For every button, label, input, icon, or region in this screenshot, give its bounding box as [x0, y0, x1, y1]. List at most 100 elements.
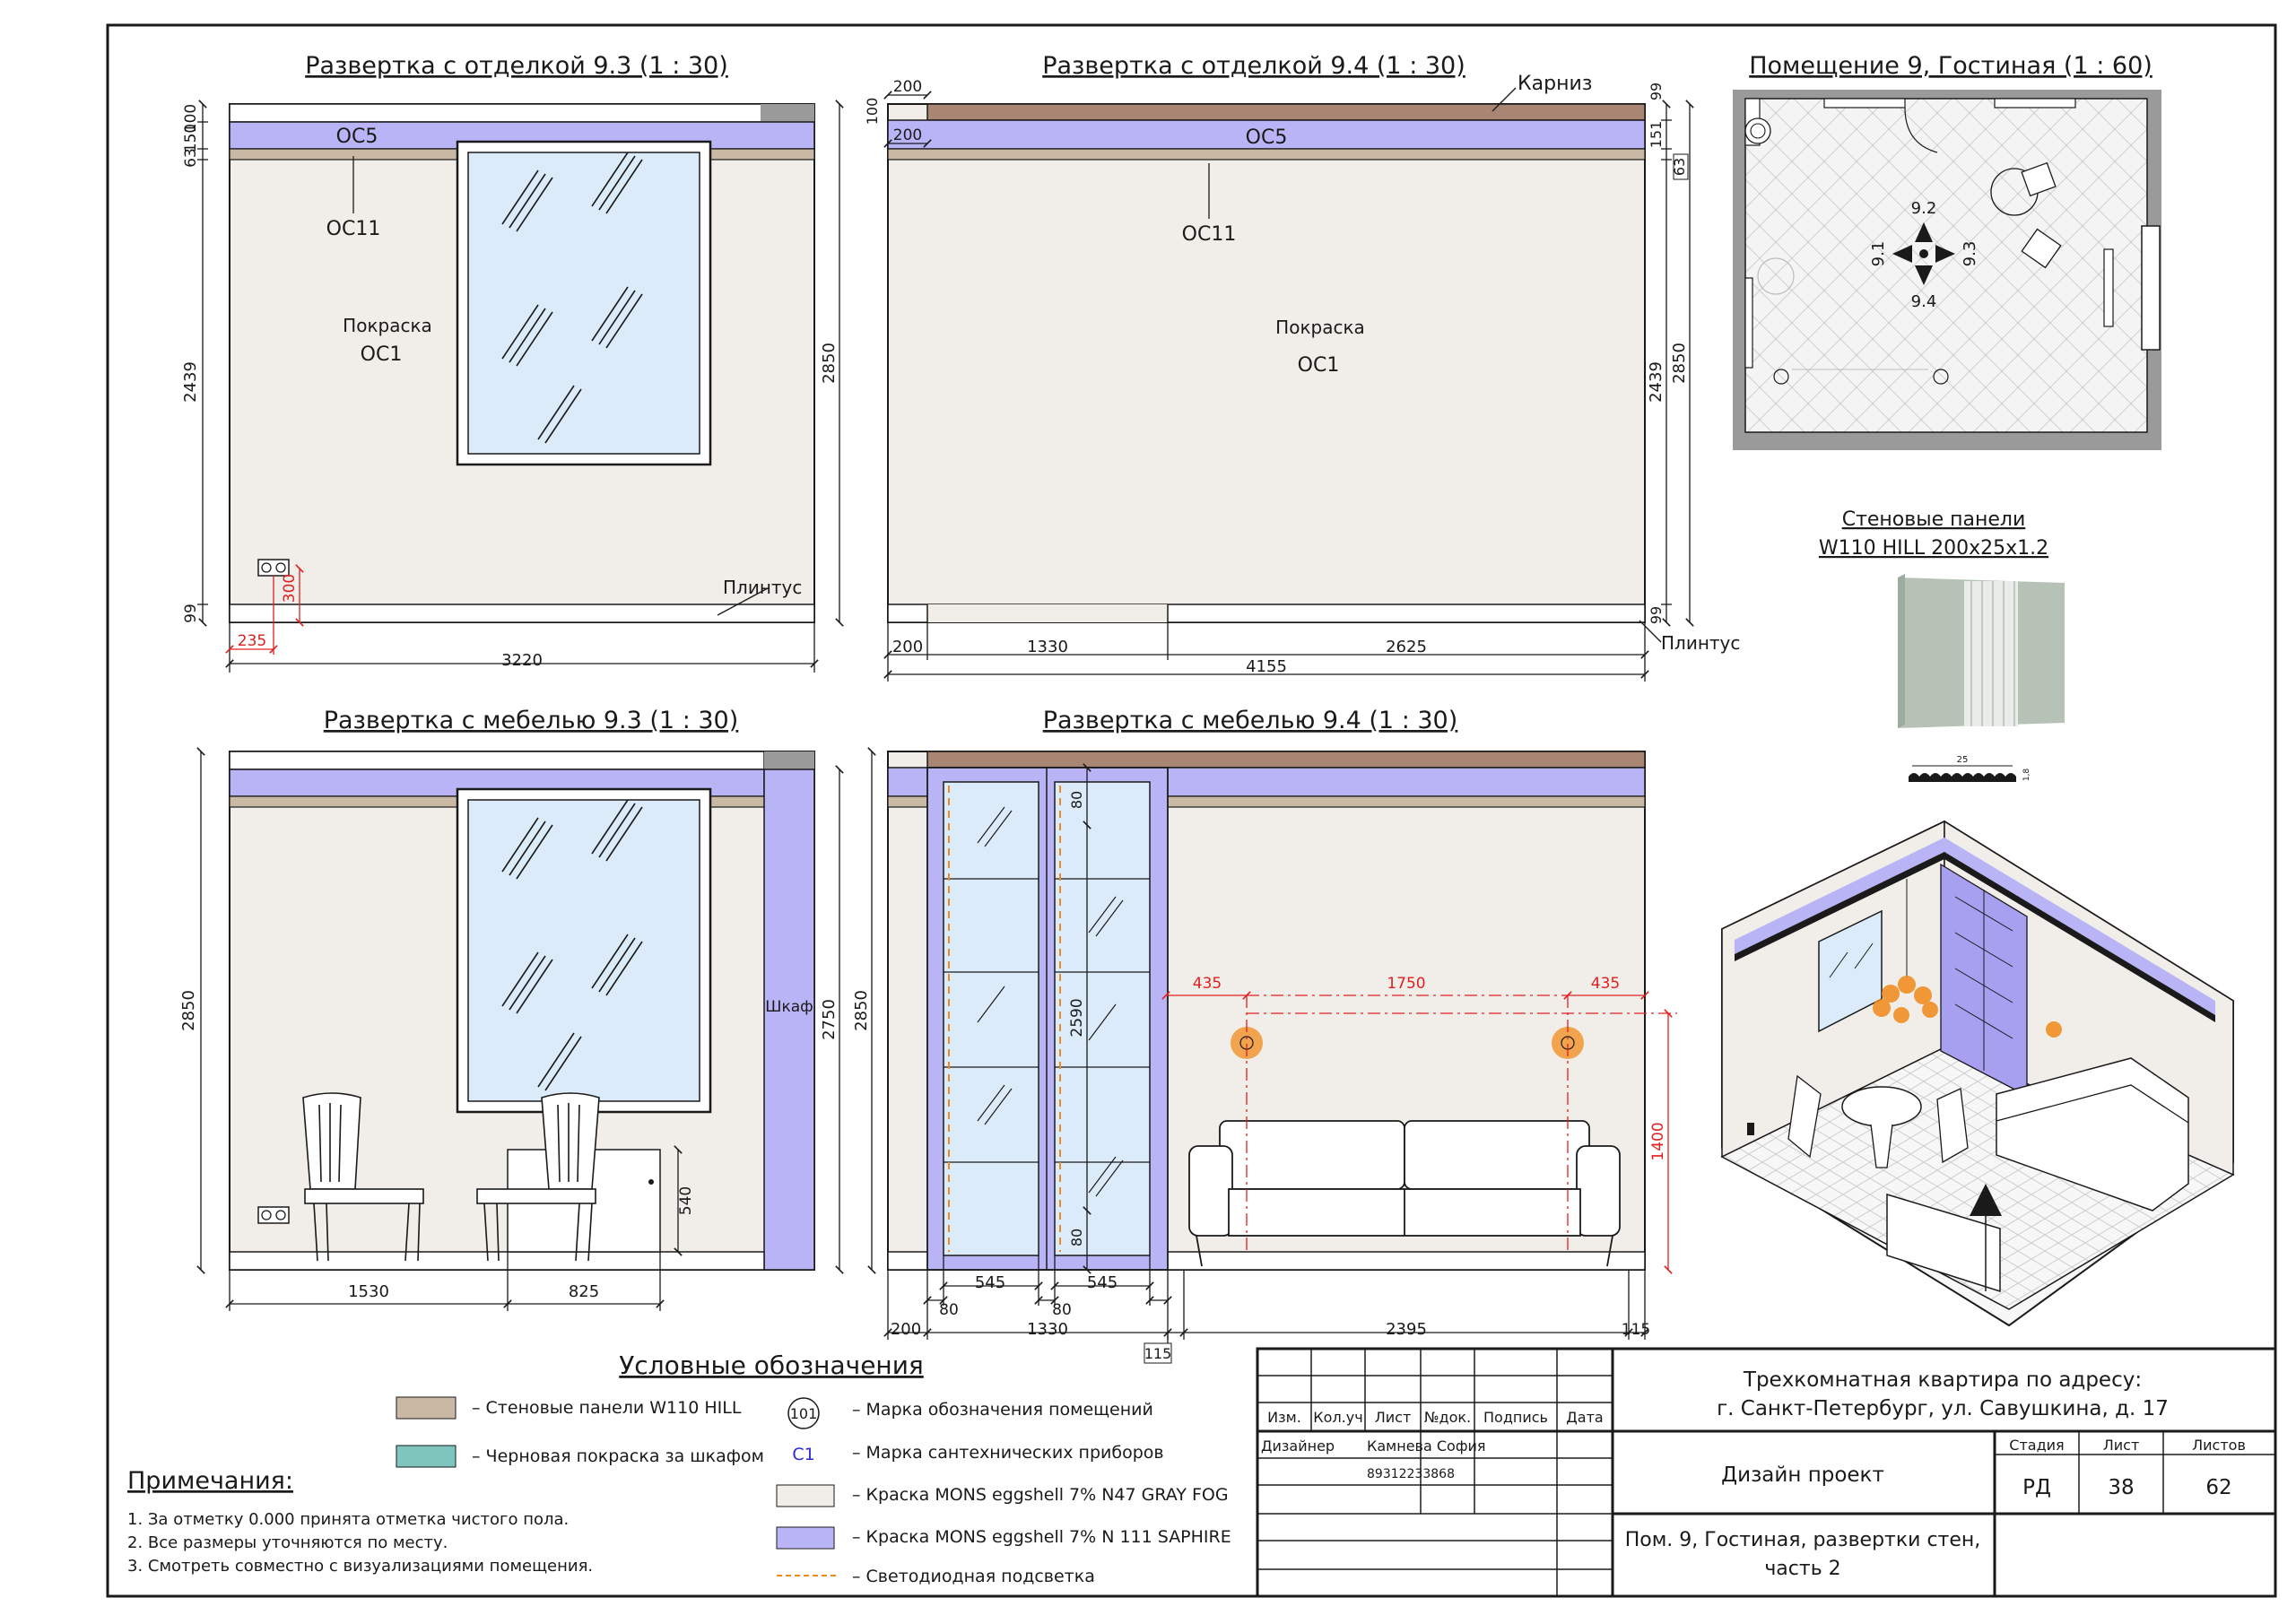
dim-99: 99: [182, 604, 200, 623]
legend-swatch-gray-fog: [776, 1484, 835, 1507]
dim-80-top: 80: [1068, 791, 1085, 809]
dim-80-mid: 80: [1052, 1301, 1072, 1319]
dim-80-left: 80: [939, 1301, 959, 1319]
room-plan: Помещение 9, Гостиная (1 : 60) 9.2 9.1 9…: [1733, 52, 2161, 450]
elevation-9-3-furniture: Развертка с мебелью 9.3 (1 : 30) Шкаф: [179, 707, 844, 1311]
dim-4155: 4155: [1246, 657, 1287, 676]
dim-435-right-red: 435: [1591, 975, 1620, 993]
cabinet-label: Шкаф: [765, 998, 813, 1016]
dim-1400-red: 1400: [1649, 1122, 1667, 1160]
panels-title-2: W110 HILL 200х25х1.2: [1819, 537, 2048, 560]
dim-2850: 2850: [852, 990, 871, 1031]
legend-item: – Краска MONS eggshell 7% N47 GRAY FOG: [852, 1485, 1229, 1505]
view-title: Развертка с мебелью 9.4 (1 : 30): [1043, 707, 1458, 734]
notes: Примечания: 1. За отметку 0.000 принята …: [127, 1467, 593, 1576]
room-mark-sample: 101: [790, 1405, 818, 1422]
legend-item: – Светодиодная подсветка: [852, 1567, 1095, 1586]
paint-label: Покраска: [1275, 317, 1365, 338]
stamp-designer: Камнева София: [1367, 1437, 1486, 1455]
oc11-label: ОС11: [1182, 223, 1237, 246]
dim-99-top: 99: [1648, 83, 1665, 100]
legend-item: – Краска MONS eggshell 7% N 111 SAPHIRE: [852, 1527, 1231, 1547]
title-block: [1256, 1347, 2277, 1598]
oc1-label: ОС1: [361, 343, 403, 366]
dim-200: 200: [891, 1320, 921, 1339]
stamp-col-header: №док.: [1424, 1409, 1471, 1426]
view-title: Развертка с отделкой 9.3 (1 : 30): [305, 52, 728, 80]
legend-item: – Марка сантехнических приборов: [852, 1443, 1164, 1463]
dim-435-left-red: 435: [1193, 975, 1222, 993]
dim-300-red: 300: [281, 574, 299, 603]
project-title-1: Трехкомнатная квартира по адресу:: [1743, 1368, 2142, 1392]
legend-swatch-black-paint: [396, 1445, 457, 1468]
mark-9-1: 9.1: [1869, 241, 1888, 267]
dim-100-left: 100: [864, 98, 881, 126]
stamp-col-header: Подпись: [1483, 1409, 1548, 1426]
stamp-phone: 89312233868: [1367, 1467, 1455, 1481]
oc5-label: ОС5: [336, 126, 378, 148]
mark-9-3: 9.3: [1961, 241, 1979, 267]
dim-80-bottom: 80: [1068, 1229, 1085, 1246]
doc-type: Дизайн проект: [1721, 1463, 1884, 1487]
mark-9-4: 9.4: [1911, 292, 1937, 311]
dim-2590: 2590: [1068, 998, 1086, 1037]
room-mark-icon: [787, 1397, 820, 1429]
project-title-2: г. Санкт-Петербург, ул. Савушкина, д. 17: [1717, 1397, 2169, 1420]
dim-2439: 2439: [181, 361, 200, 403]
oc5-label: ОС5: [1246, 126, 1288, 149]
dim-2850: 2850: [820, 343, 839, 384]
dim-2850: 2850: [179, 990, 198, 1031]
dim-115-left: 115: [1144, 1345, 1172, 1362]
dim-1530: 1530: [348, 1282, 389, 1301]
dim-545-left: 545: [975, 1273, 1005, 1292]
panels-title-1: Стеновые панели: [1842, 508, 2026, 531]
paint-label: Покраска: [343, 315, 432, 336]
legend: Условные обозначения – Стеновые панели W…: [396, 1350, 1231, 1586]
dim-63: 63: [182, 148, 200, 168]
sheet-title-1: Пом. 9, Гостиная, развертки стен,: [1625, 1529, 1981, 1551]
note-item: 3. Смотреть совместно с визуализациями п…: [127, 1557, 593, 1576]
view-title: Развертка с отделкой 9.4 (1 : 30): [1042, 52, 1465, 80]
oc11-label: ОС11: [326, 218, 381, 240]
elevation-9-3-finish: Развертка с отделкой 9.3 (1 : 30) ОС5 ОС…: [181, 52, 844, 673]
legend-item: – Черновая покраска за шкафом: [472, 1446, 764, 1466]
note-item: 2. Все размеры уточняются по месту.: [127, 1533, 448, 1552]
dim-2395: 2395: [1386, 1320, 1427, 1339]
panel-depth-dim: 1,8: [2022, 769, 2031, 782]
stamp-col-header: Кол.уч: [1313, 1409, 1362, 1426]
legend-swatch-saphire: [776, 1526, 835, 1550]
sheet-label: Лист: [2103, 1437, 2140, 1454]
view-title: Развертка с мебелью 9.3 (1 : 30): [324, 707, 739, 734]
stamp-col-header: Дата: [1566, 1409, 1603, 1426]
dim-100: 100: [182, 104, 200, 133]
dim-1330: 1330: [1027, 638, 1068, 656]
legend-item: – Стеновые панели W110 HILL: [472, 1398, 742, 1418]
dim-63: 63: [1671, 158, 1688, 176]
title-block-text: Изм. Кол.уч Лист №док. Подпись Дата Диза…: [1261, 1368, 2246, 1580]
panel-width-dim: 25: [1957, 755, 1969, 765]
legend-swatch-panels: [396, 1396, 457, 1420]
plinth-label: Плинтус: [723, 577, 802, 598]
dim-200-mid: 200: [893, 126, 922, 144]
sheet-title-2: часть 2: [1764, 1558, 1840, 1580]
cornice-label: Карниз: [1518, 73, 1592, 95]
wall-panels-sample: Стеновые панели W110 HILL 200х25х1.2 25 …: [1819, 508, 2065, 782]
notes-title: Примечания:: [127, 1467, 293, 1495]
plumb-mark-sample: С1: [792, 1445, 814, 1464]
isometric-view: [1720, 820, 2235, 1327]
mark-9-2: 9.2: [1911, 199, 1937, 218]
sheets-value: 62: [2205, 1476, 2231, 1499]
stamp-role: Дизайнер: [1261, 1437, 1335, 1455]
dim-825: 825: [569, 1282, 599, 1301]
elevation-9-4-furniture: Развертка с мебелью 9.4 (1 : 30): [852, 707, 1677, 1364]
dim-3220: 3220: [501, 651, 543, 670]
dim-200: 200: [892, 638, 923, 656]
dim-540: 540: [677, 1186, 695, 1215]
oc1-label: ОС1: [1298, 354, 1340, 377]
sheets-label: Листов: [2192, 1437, 2246, 1454]
plinth-label: Плинтус: [1661, 632, 1740, 654]
dim-2625: 2625: [1386, 638, 1427, 656]
dim-2750: 2750: [820, 999, 839, 1040]
dim-200-top: 200: [893, 78, 922, 96]
